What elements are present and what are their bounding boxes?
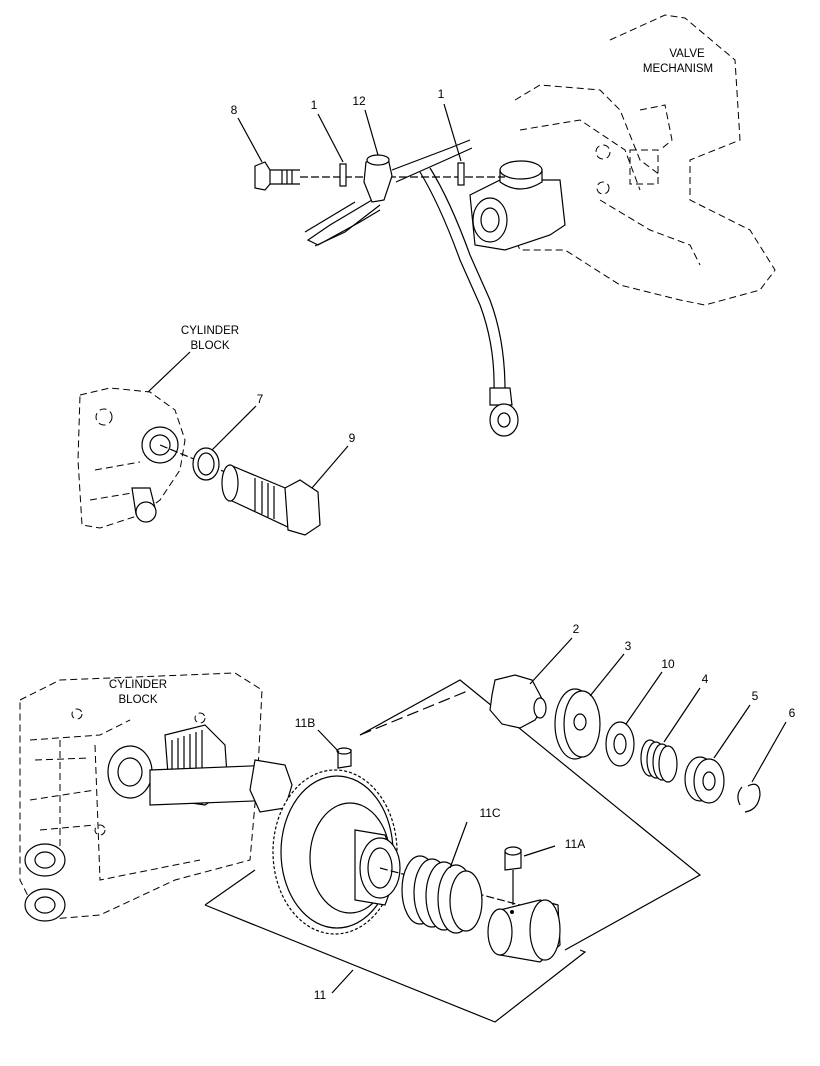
callout-11a: 11A bbox=[523, 837, 585, 857]
cylinder-block-lower-features bbox=[24, 724, 293, 922]
svg-text:11B: 11B bbox=[295, 716, 315, 730]
svg-text:5: 5 bbox=[752, 689, 759, 703]
oil-connector-block bbox=[469, 160, 566, 251]
svg-text:6: 6 bbox=[789, 706, 796, 720]
bearing-sleeve bbox=[487, 899, 561, 963]
retainer-5 bbox=[684, 756, 725, 804]
pump-group-bracket bbox=[359, 679, 702, 951]
callout-11: 11 bbox=[314, 969, 354, 1002]
svg-text:10: 10 bbox=[661, 657, 675, 671]
cylinder-block-upper-caption-line2: BLOCK bbox=[191, 340, 230, 352]
washer-1-right bbox=[457, 162, 465, 186]
svg-text:4: 4 bbox=[702, 672, 709, 686]
callout-11b: 11B bbox=[295, 716, 340, 753]
callout-6: 6 bbox=[751, 706, 796, 783]
gear-assembly-bracket-left bbox=[204, 869, 256, 906]
pump-group-bracket-dashed bbox=[359, 689, 471, 736]
callout-3: 3 bbox=[589, 639, 632, 697]
pump-rotor-2 bbox=[489, 674, 547, 729]
callout-4: 4 bbox=[663, 672, 709, 743]
svg-text:12: 12 bbox=[352, 94, 366, 108]
oil-tube bbox=[391, 139, 519, 437]
dowel-pin-11a bbox=[504, 846, 522, 871]
leader-cylinder-block-upper bbox=[147, 351, 191, 393]
callout-11c: 11C bbox=[449, 806, 501, 869]
svg-text:11A: 11A bbox=[565, 837, 585, 851]
callout-7: 7 bbox=[211, 392, 264, 451]
callout-9: 9 bbox=[311, 431, 356, 489]
valve-mechanism-outline bbox=[504, 14, 776, 306]
cylinder-block-lower-outline bbox=[19, 672, 263, 921]
cylinder-block-upper-outline bbox=[77, 387, 186, 529]
valve-mechanism-caption-line1: VALVE bbox=[669, 48, 705, 60]
callout-2: 2 bbox=[529, 622, 580, 685]
hollow-bolt-8 bbox=[254, 161, 300, 191]
valve-mechanism-caption-line2: MECHANISM bbox=[643, 63, 713, 75]
plug-9 bbox=[221, 464, 321, 536]
tee-fitting-12 bbox=[304, 154, 393, 247]
svg-text:8: 8 bbox=[231, 103, 238, 117]
cylinder-block-lower-caption-line2: BLOCK bbox=[119, 694, 158, 706]
callout-10: 10 bbox=[625, 657, 675, 725]
pump-gear-3 bbox=[554, 688, 601, 760]
washer-1-left bbox=[339, 163, 347, 187]
svg-text:1: 1 bbox=[311, 98, 318, 112]
cylinder-block-upper-caption-line1: CYLINDER bbox=[181, 325, 239, 337]
svg-text:3: 3 bbox=[625, 639, 632, 653]
gear-assembly-bracket bbox=[204, 904, 587, 1023]
idler-gear-11 bbox=[272, 769, 401, 935]
spring-11c bbox=[401, 855, 483, 934]
callout-1-left: 1 bbox=[311, 98, 344, 163]
snap-ring-6 bbox=[737, 783, 761, 813]
callout-5: 5 bbox=[713, 689, 759, 759]
svg-text:11: 11 bbox=[314, 988, 327, 1002]
callout-8: 8 bbox=[231, 103, 263, 163]
callout-1-right: 1 bbox=[438, 87, 462, 162]
dowel-pin-11b bbox=[336, 747, 352, 769]
spring-4 bbox=[640, 739, 678, 783]
svg-text:7: 7 bbox=[257, 392, 264, 406]
cylinder-block-lower-caption-line1: CYLINDER bbox=[109, 679, 167, 691]
svg-text:1: 1 bbox=[438, 87, 445, 101]
svg-text:2: 2 bbox=[573, 622, 580, 636]
svg-text:9: 9 bbox=[349, 431, 356, 445]
callout-12: 12 bbox=[352, 94, 379, 156]
svg-text:11C: 11C bbox=[479, 806, 500, 820]
